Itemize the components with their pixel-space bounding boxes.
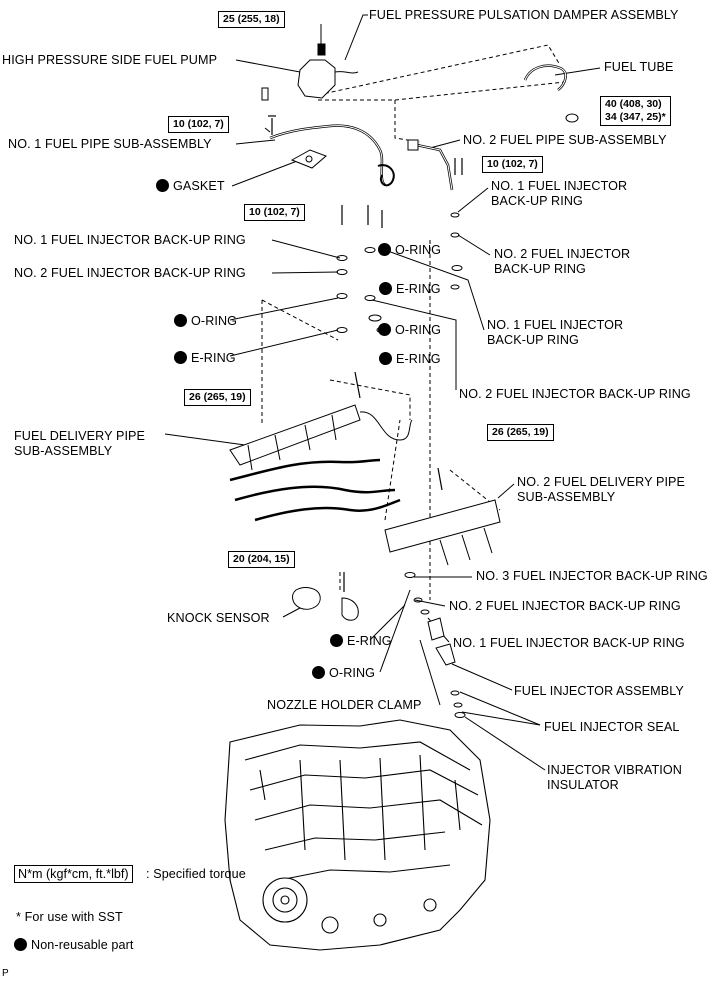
label-fuel-injector-seal: FUEL INJECTOR SEAL — [544, 720, 680, 734]
non-reusable-dot-icon — [379, 352, 392, 365]
label-o-ring-low: O-RING — [312, 666, 375, 681]
label-o-ring-a: O-RING — [378, 243, 441, 258]
label-e-ring-left: E-RING — [174, 351, 236, 366]
torque-box: 40 (408, 30) 34 (347, 25)* — [600, 96, 671, 126]
label-no2-fuel-pipe: NO. 2 FUEL PIPE SUB-ASSEMBLY — [463, 133, 667, 147]
torque-box: 10 (102, 7) — [244, 204, 305, 221]
non-reusable-dot-icon — [330, 634, 343, 647]
torque-box: 25 (255, 18) — [218, 11, 285, 28]
label-no1-backup-ring-low: NO. 1 FUEL INJECTOR BACK-UP RING — [453, 636, 685, 650]
legend-torque-unit-box: N*m (kgf*cm, ft.*lbf) — [14, 865, 133, 883]
label-high-pressure-side-fuel-pump: HIGH PRESSURE SIDE FUEL PUMP — [2, 53, 218, 67]
legend-torque-desc: : Specified torque — [146, 867, 246, 881]
non-reusable-dot-icon — [14, 938, 27, 951]
label-no3-backup-ring: NO. 3 FUEL INJECTOR BACK-UP RING — [476, 569, 708, 583]
torque-box: 26 (265, 19) — [487, 424, 554, 441]
non-reusable-dot-icon — [312, 666, 325, 679]
legend-non-reusable: Non-reusable part — [14, 938, 134, 953]
label-no2-backup-ring-left: NO. 2 FUEL INJECTOR BACK-UP RING — [14, 266, 246, 280]
torque-box: 26 (265, 19) — [184, 389, 251, 406]
label-knock-sensor: KNOCK SENSOR — [167, 611, 270, 625]
label-fuel-pressure-pulsation-damper: FUEL PRESSURE PULSATION DAMPER ASSEMBLY — [369, 8, 679, 22]
torque-value-sst: 34 (347, 25)* — [605, 111, 666, 123]
footer-code: P — [2, 968, 9, 979]
non-reusable-dot-icon — [378, 243, 391, 256]
torque-value: 40 (408, 30) — [605, 98, 662, 110]
label-gasket: GASKET — [156, 179, 225, 194]
label-e-ring-b: E-RING — [379, 352, 441, 367]
non-reusable-dot-icon — [379, 282, 392, 295]
non-reusable-dot-icon — [174, 351, 187, 364]
label-no1-backup-ring-left: NO. 1 FUEL INJECTOR BACK-UP RING — [14, 233, 246, 247]
label-nozzle-holder-clamp: NOZZLE HOLDER CLAMP — [267, 698, 422, 712]
label-fuel-injector-assembly: FUEL INJECTOR ASSEMBLY — [514, 684, 684, 698]
non-reusable-dot-icon — [378, 323, 391, 336]
label-e-ring-low: E-RING — [330, 634, 392, 649]
legend-sst-note: * For use with SST — [16, 910, 123, 924]
label-fuel-tube: FUEL TUBE — [604, 60, 674, 74]
non-reusable-dot-icon — [174, 314, 187, 327]
label-no2-backup-ring-long: NO. 2 FUEL INJECTOR BACK-UP RING — [459, 387, 691, 401]
torque-box: 10 (102, 7) — [482, 156, 543, 173]
torque-box: 10 (102, 7) — [168, 116, 229, 133]
torque-box: 20 (204, 15) — [228, 551, 295, 568]
non-reusable-dot-icon — [156, 179, 169, 192]
label-no2-backup-ring-low: NO. 2 FUEL INJECTOR BACK-UP RING — [449, 599, 681, 613]
label-e-ring-a: E-RING — [379, 282, 441, 297]
label-o-ring-b: O-RING — [378, 323, 441, 338]
label-o-ring-left: O-RING — [174, 314, 237, 329]
label-no1-fuel-pipe: NO. 1 FUEL PIPE SUB-ASSEMBLY — [8, 137, 212, 151]
